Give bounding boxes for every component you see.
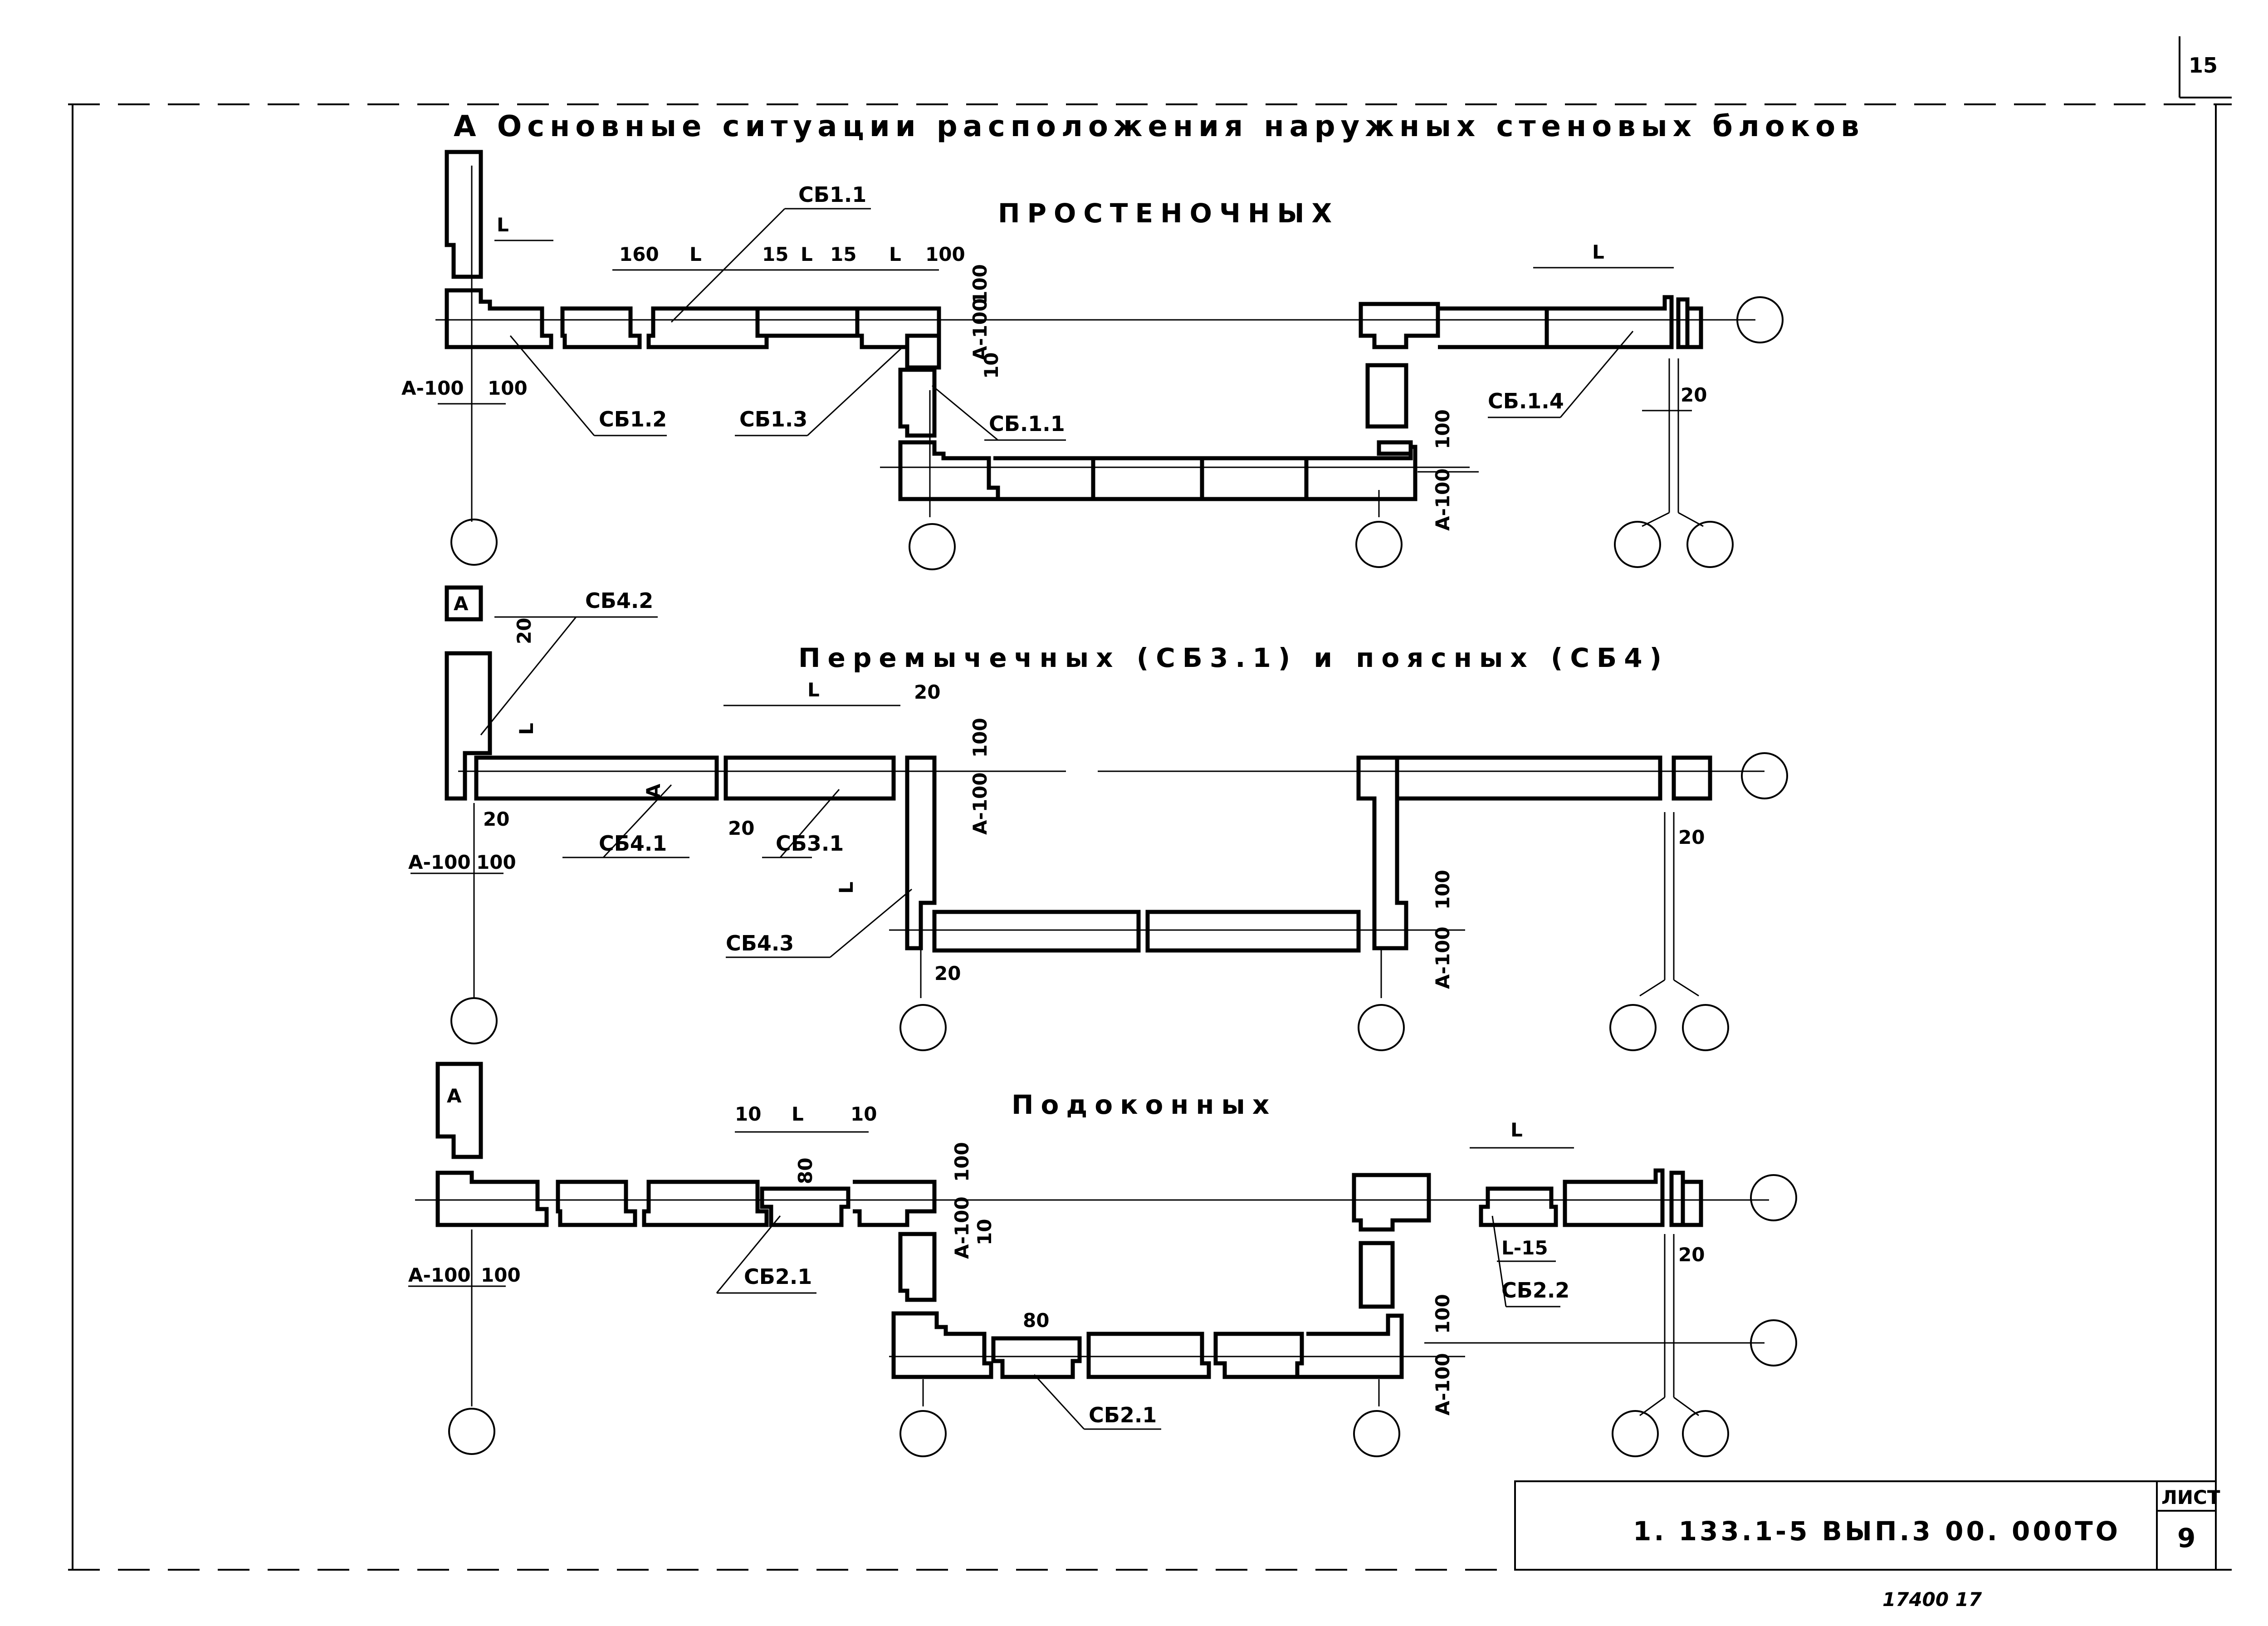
label-sb43: СБ4.3 <box>726 931 794 955</box>
dim-15: 15 <box>762 243 788 265</box>
dim-20: 20 <box>483 808 509 830</box>
label-sb11b: СБ.1.1 <box>989 411 1065 436</box>
dim-80: 80 <box>794 1158 816 1184</box>
axis-marker <box>1682 1004 1729 1051</box>
dim-L: L <box>835 882 857 894</box>
axis-marker <box>1682 1410 1729 1457</box>
dim-10: 10 <box>735 1103 761 1125</box>
dim-A: A <box>447 1085 462 1107</box>
dim-20: 20 <box>914 681 940 703</box>
plan-lintels: A СБ4.2 20 L L 20 A 20 A-100 100 СБ4.1 2… <box>408 585 1788 1051</box>
dim-L: L <box>889 243 901 265</box>
dim-A: A <box>454 593 469 615</box>
dim-L: L <box>689 243 702 265</box>
label-sb22: СБ2.2 <box>1501 1278 1569 1303</box>
dim-100: 100 <box>1432 1294 1454 1334</box>
axis-marker <box>909 523 956 570</box>
label-sb12: СБ1.2 <box>599 407 667 431</box>
dim-l15: L-15 <box>1501 1237 1548 1259</box>
label-sb21b: СБ2.1 <box>1089 1403 1157 1427</box>
dim-a100: A-100 <box>951 1196 973 1259</box>
axis-marker <box>1355 521 1403 568</box>
label-sb31: СБ3.1 <box>776 831 844 856</box>
plan-piers: СБ1.1 СБ1.2 СБ1.3 СБ.1.1 СБ.1.4 L 160 L … <box>401 150 1784 570</box>
label-sb21a: СБ2.1 <box>744 1264 812 1289</box>
main-title: А Основные ситуации расположения наружны… <box>454 110 1865 143</box>
dim-L: L <box>1592 241 1604 263</box>
dim-20: 20 <box>934 962 961 984</box>
label-sb14: СБ.1.4 <box>1488 389 1564 413</box>
dim-15: 15 <box>830 243 856 265</box>
sheet-number: 9 <box>2177 1523 2198 1553</box>
dim-L: L <box>1510 1119 1523 1141</box>
dim-100: 100 <box>476 851 516 873</box>
dim-L: L <box>792 1103 804 1125</box>
section-title-lintels: Перемычечных (СБ3.1) и поясных (СБ4) <box>798 642 1669 673</box>
axis-marker <box>1358 1004 1405 1051</box>
axis-marker <box>448 1408 495 1455</box>
section-title-sills: Подоконных <box>1012 1089 1276 1120</box>
footer-note: 17400 17 <box>1882 1588 1982 1611</box>
axis-marker <box>1741 752 1788 799</box>
axis-marker <box>1609 1004 1657 1051</box>
axis-marker <box>1750 1319 1797 1366</box>
axis-marker <box>1612 1410 1659 1457</box>
dim-10: 10 <box>850 1103 877 1125</box>
dim-100: 100 <box>488 377 528 399</box>
axis-marker <box>450 519 498 566</box>
dim-20: 20 <box>1678 826 1705 848</box>
label-sb42: СБ4.2 <box>585 588 653 613</box>
label-sb41: СБ4.1 <box>599 831 667 856</box>
dim-100: 100 <box>1432 409 1454 449</box>
sheet-label: ЛИСТ <box>2161 1486 2220 1508</box>
dim-A: A <box>642 784 665 798</box>
dim-10: 10 <box>973 1219 996 1245</box>
frame <box>68 36 2232 1571</box>
dim-10: 10 <box>980 353 1002 379</box>
dim-a100: A-100 <box>401 377 464 399</box>
dim-a100: A-100 <box>408 1264 471 1286</box>
axis-marker <box>1614 521 1661 568</box>
label-sb13: СБ1.3 <box>739 407 807 431</box>
dim-160: 160 <box>619 243 659 265</box>
document-code: 1. 133.1-5 ВЫП.3 00. 000ТО <box>1633 1516 2121 1547</box>
plan-sills: A 10 L 10 80 80 100 A-100 10 A-100 100 С… <box>408 1062 1797 1457</box>
dim-L: L <box>801 243 813 265</box>
section-title-piers: ПРОСТЕНОЧНЫХ <box>998 198 1339 229</box>
dim-20: 20 <box>513 618 535 644</box>
dim-L: L <box>515 723 538 735</box>
dim-L: L <box>807 679 820 701</box>
dim-a100: A-100 <box>1432 468 1454 531</box>
page-number: 15 <box>2189 53 2218 78</box>
axis-marker <box>1750 1174 1797 1221</box>
axis-marker <box>899 1004 947 1051</box>
dim-20: 20 <box>1681 384 1707 406</box>
dim-100: 100 <box>481 1264 521 1286</box>
dim-100: 100 <box>925 243 965 265</box>
dim-a100: A-100 <box>969 298 991 361</box>
dim-a100: A-100 <box>1432 926 1454 989</box>
dim-100: 100 <box>969 264 991 304</box>
dim-100: 100 <box>969 718 991 758</box>
dim-100: 100 <box>1432 870 1454 910</box>
dim-a100: A-100 <box>408 851 471 873</box>
axis-marker <box>450 997 498 1044</box>
dim-a100: A-100 <box>969 772 991 835</box>
dim-20: 20 <box>1678 1244 1705 1266</box>
dim-80: 80 <box>1023 1309 1049 1332</box>
dim-L: L <box>497 214 509 236</box>
axis-marker <box>1353 1410 1400 1457</box>
dim-20: 20 <box>728 817 754 839</box>
axis-marker <box>1686 521 1734 568</box>
title-block: 1. 133.1-5 ВЫП.3 00. 000ТО ЛИСТ 9 <box>1514 1480 2220 1571</box>
dim-a100: A-100 <box>1432 1353 1454 1415</box>
dim-100: 100 <box>951 1142 973 1182</box>
label-sb11: СБ1.1 <box>798 182 866 207</box>
axis-marker <box>1736 296 1784 343</box>
axis-marker <box>899 1410 947 1457</box>
